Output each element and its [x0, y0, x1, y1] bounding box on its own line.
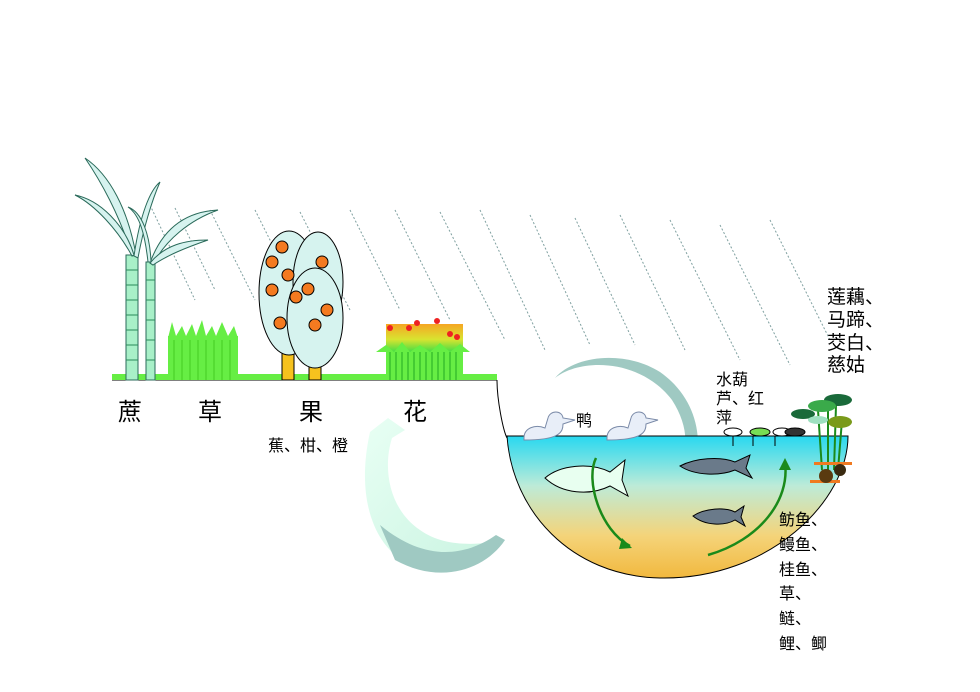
- flow-arrows: [591, 457, 787, 557]
- aquatic-crop-item: 莲藕、: [827, 286, 885, 308]
- fish-item: 桂鱼、: [779, 559, 828, 579]
- label-fruit-types: 蕉、柑、橙: [268, 436, 349, 455]
- fish-icon: [544, 454, 754, 528]
- water-hyacinth-icon: [723, 427, 806, 446]
- label-aquatic-crops: 莲藕、 马蹄、 茭白、 慈姑: [827, 286, 884, 377]
- label-sugarcane: 蔗: [118, 398, 142, 426]
- rain-lines: [149, 204, 831, 366]
- label-grass: 草: [198, 398, 222, 426]
- label-flower: 花: [403, 398, 427, 426]
- grass-icon: [168, 320, 238, 380]
- fish-item: 鳗鱼、: [779, 534, 828, 554]
- fruit-tree-icon: [258, 230, 344, 381]
- fish-item: 鲢、: [779, 609, 812, 629]
- flower-bed-icon: [376, 318, 470, 380]
- fish-item: 草、: [779, 584, 812, 604]
- aquatic-crop-item: 茭白、: [827, 331, 885, 354]
- aquatic-crop-item: 马蹄、: [827, 308, 885, 331]
- aquatic-crops-icon: [791, 394, 852, 483]
- label-fruit: 果: [299, 398, 323, 426]
- label-duck: 鸭: [576, 411, 593, 430]
- sugarcane-icon: [74, 157, 219, 381]
- fish-item: 鲤、鲫: [779, 633, 828, 653]
- fish-item: 鲂鱼、: [779, 510, 828, 529]
- aquatic-crop-item: 慈姑: [827, 354, 866, 377]
- label-water-plants: 水葫芦、红萍: [716, 370, 765, 428]
- duck-icon: [523, 411, 659, 441]
- label-fish: 鲂鱼、 鳗鱼、 桂鱼、 草、 鲢、 鲤、鲫: [779, 508, 827, 657]
